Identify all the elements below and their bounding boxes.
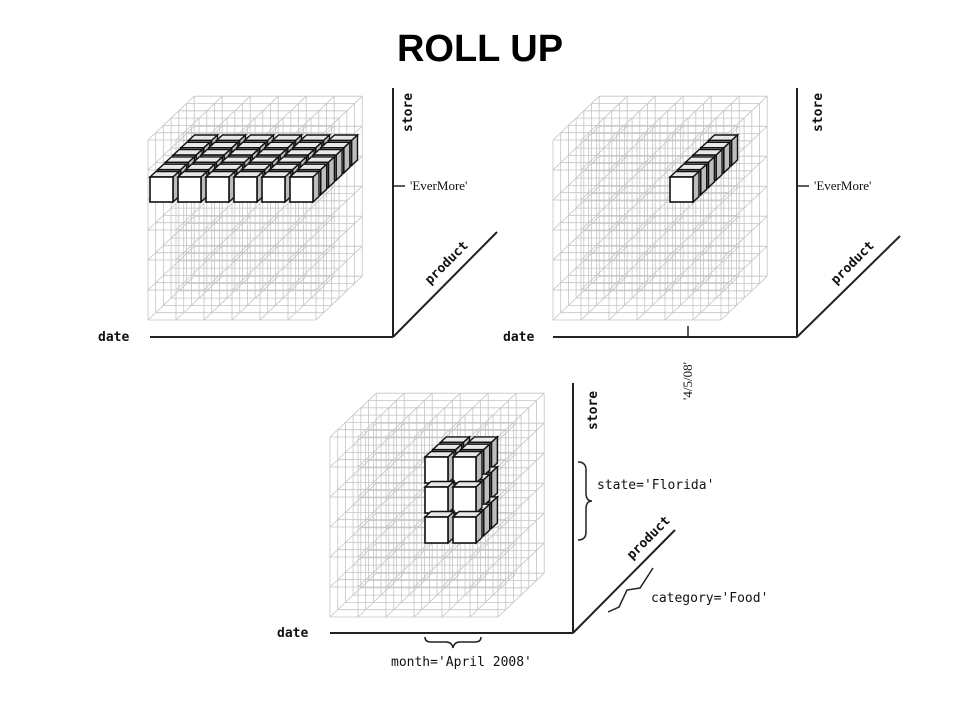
store-value-label: state='Florida' <box>597 478 714 493</box>
product-value-brace <box>607 567 654 613</box>
date-axis-label: date <box>503 330 534 345</box>
cube-diagram-1: date store product 'EverMore' <box>98 88 498 345</box>
product-axis <box>572 529 676 634</box>
date-value-label: '4/5/08' <box>680 362 695 400</box>
highlighted-block <box>423 435 500 545</box>
product-axis-label: product <box>422 238 471 287</box>
highlighted-slice <box>148 133 360 204</box>
product-axis-label: product <box>828 238 877 287</box>
cube-diagram-3: date store product state='Florida' categ… <box>277 383 768 670</box>
product-axis <box>392 231 498 338</box>
product-axis <box>796 235 901 338</box>
cube-grid <box>147 95 363 321</box>
store-value-label: 'EverMore' <box>814 178 871 193</box>
date-value-label: month='April 2008' <box>391 655 532 670</box>
store-axis-label: store <box>586 391 601 430</box>
store-value-brace <box>577 461 593 541</box>
store-axis-label: store <box>401 93 416 132</box>
store-axis-label: store <box>811 93 826 132</box>
cube-grid <box>552 95 768 321</box>
store-value-label: 'EverMore' <box>410 178 467 193</box>
product-value-label: category='Food' <box>651 591 768 606</box>
cube-diagram-2: date store product 'EverMore' '4/5/08' <box>503 88 901 400</box>
date-axis-label: date <box>277 626 308 641</box>
date-value-brace <box>424 636 482 649</box>
slide-title: ROLL UP <box>396 28 564 70</box>
highlighted-slice <box>668 133 740 204</box>
date-axis-label: date <box>98 330 129 345</box>
